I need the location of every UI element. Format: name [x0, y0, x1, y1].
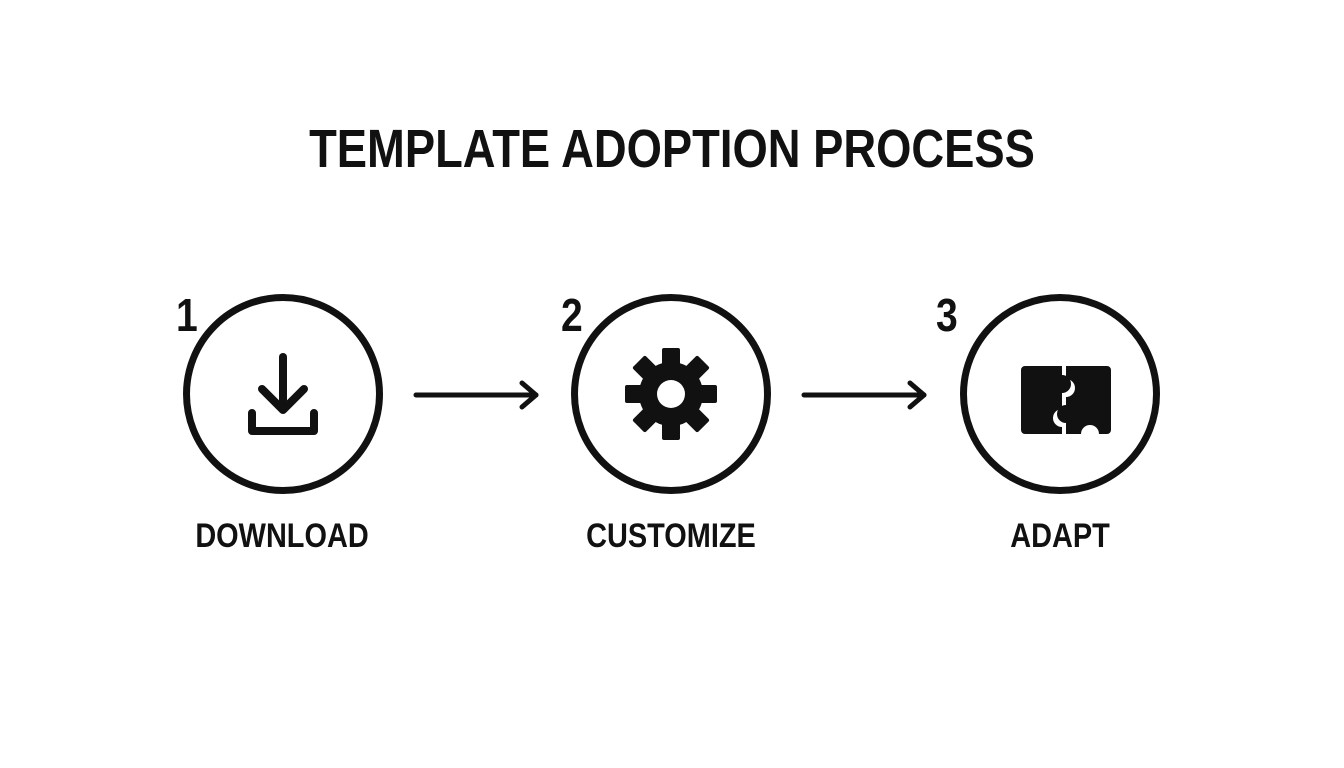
- puzzle-icon: [1021, 366, 1111, 434]
- diagram-title: TEMPLATE ADOPTION PROCESS: [309, 119, 1035, 179]
- step-label-download: DOWNLOAD: [195, 517, 369, 555]
- step-label-adapt: ADAPT: [1010, 517, 1110, 555]
- arrow-right-icon: [413, 380, 539, 410]
- download-icon: [248, 353, 318, 435]
- step-number-1: 1: [176, 289, 198, 341]
- step-number-3: 3: [936, 289, 958, 341]
- step-circle-download: [183, 294, 383, 494]
- step-circle-adapt: [960, 294, 1160, 494]
- step-label-customize: CUSTOMIZE: [586, 517, 756, 555]
- gear-icon: [625, 348, 717, 440]
- step-number-2: 2: [561, 289, 583, 341]
- step-circle-customize: [571, 294, 771, 494]
- arrow-right-icon: [801, 380, 927, 410]
